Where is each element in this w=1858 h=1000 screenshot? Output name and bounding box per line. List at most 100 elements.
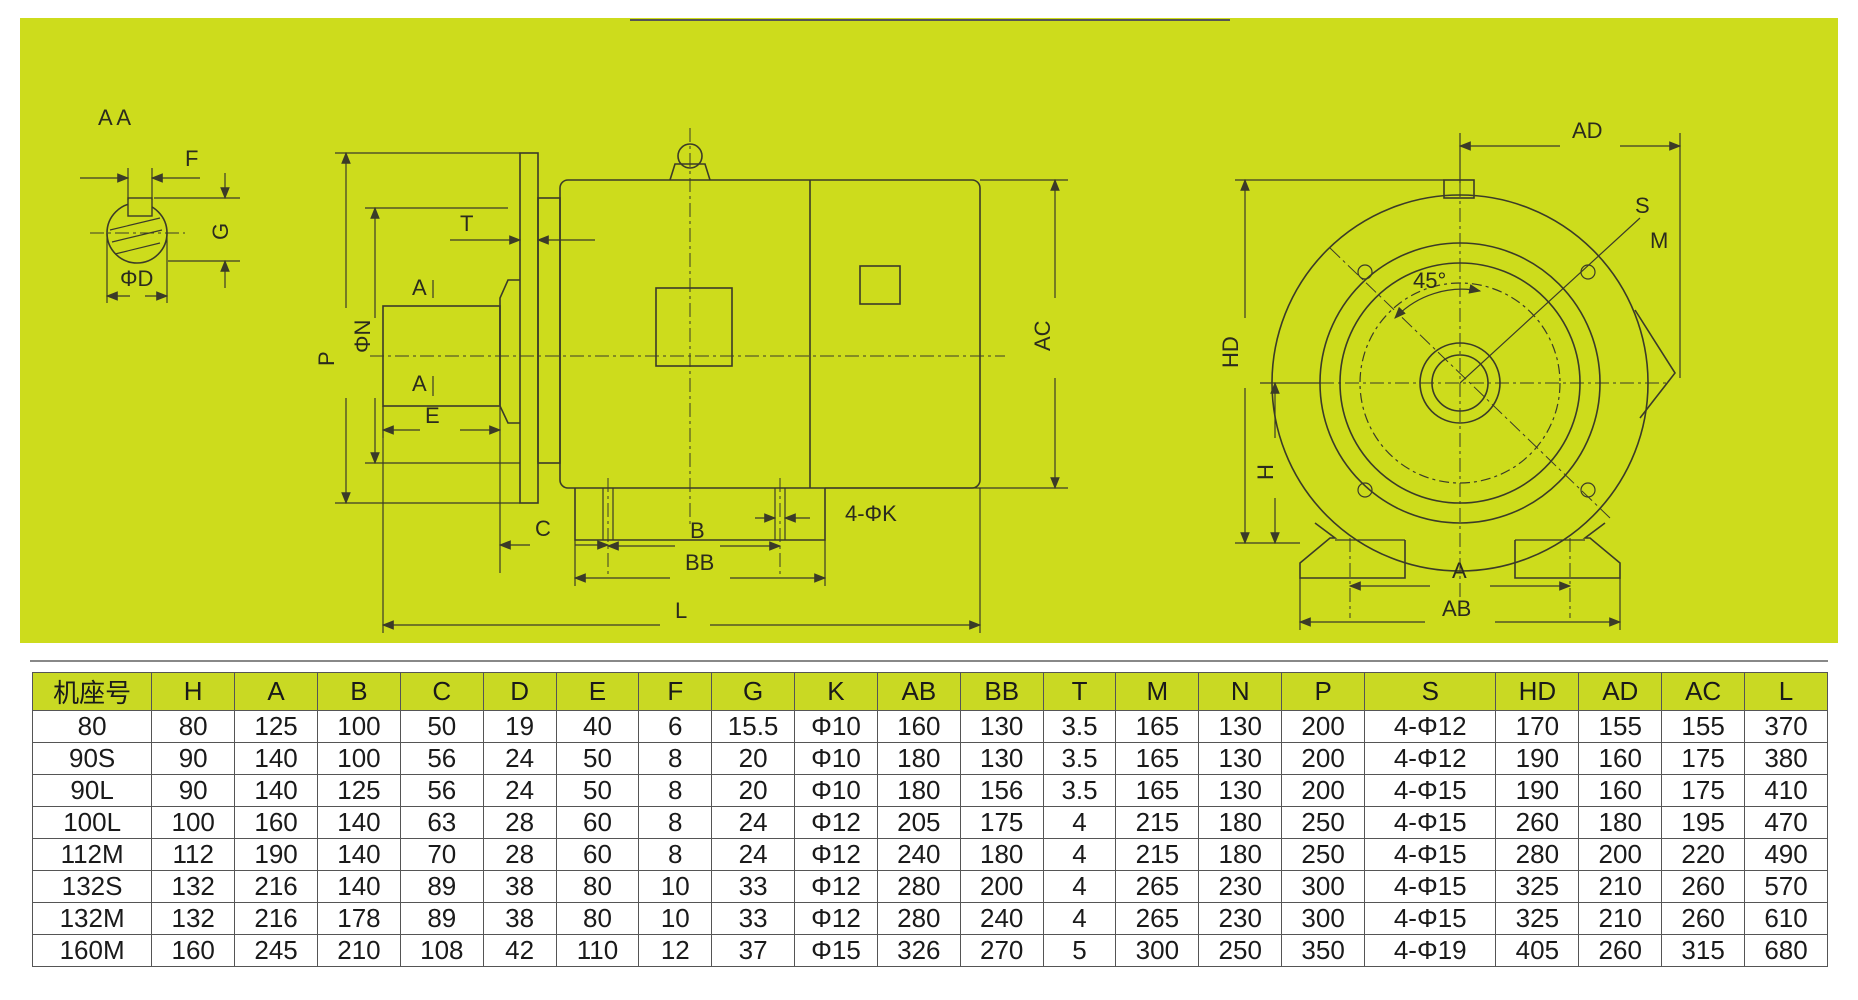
frame-size-cell: 160M	[31, 934, 153, 967]
table-cell: 405	[1495, 934, 1580, 967]
table-cell: 10	[638, 870, 713, 903]
table-cell: 28	[482, 838, 557, 871]
dim-phid-label: ΦD	[120, 266, 153, 291]
end-view: 45° S M AD HD H A AB	[1218, 118, 1682, 630]
table-cell: 216	[234, 902, 318, 935]
table-cell: 190	[234, 838, 318, 871]
table-cell: 250	[1281, 806, 1366, 839]
table-cell: 80	[555, 870, 640, 903]
frame-size-cell: 80	[31, 710, 153, 743]
table-cell: 4	[1042, 806, 1117, 839]
table-cell: 160	[1578, 774, 1663, 807]
dim-t-label: T	[460, 211, 473, 236]
frame-size-cell: 90S	[31, 742, 153, 775]
table-cell: 570	[1744, 870, 1828, 903]
table-cell: 3.5	[1042, 742, 1117, 775]
table-cell: Φ12	[794, 870, 878, 903]
table-cell: 4	[1042, 902, 1117, 935]
table-cell: 15.5	[711, 710, 796, 743]
table-cell: 4-Φ12	[1364, 742, 1497, 775]
table-cell: Φ12	[794, 806, 878, 839]
dim-ac-label: AC	[1030, 320, 1055, 351]
table-cell: 50	[399, 710, 484, 743]
column-header: BB	[959, 672, 1044, 711]
table-cell: 130	[959, 742, 1044, 775]
column-header: C	[399, 672, 484, 711]
table-cell: 265	[1115, 902, 1200, 935]
table-cell: 190	[1495, 742, 1580, 775]
table-cell: Φ15	[794, 934, 878, 967]
dim-p-label: P	[314, 351, 339, 366]
table-cell: 89	[399, 870, 484, 903]
angle-label: 45°	[1413, 268, 1446, 293]
table-cell: 350	[1281, 934, 1366, 967]
table-cell: 240	[876, 838, 961, 871]
table-cell: 100	[317, 710, 401, 743]
frame-size-cell: 112M	[31, 838, 153, 871]
table-cell: 50	[555, 742, 640, 775]
table-cell: 38	[482, 870, 557, 903]
table-cell: 165	[1115, 742, 1200, 775]
table-cell: 40	[555, 710, 640, 743]
drawing-background	[20, 18, 1838, 643]
side-view: T A A E ΦN P AC C B	[314, 128, 1068, 633]
dim-ab-label: AB	[1442, 596, 1471, 621]
column-header: AD	[1578, 672, 1663, 711]
table-cell: 380	[1744, 742, 1828, 775]
table-cell: 178	[317, 902, 401, 935]
table-cell: 132	[151, 902, 236, 935]
motor-dimension-drawing: A A F G ΦD	[20, 18, 1838, 643]
dim-hd-label: HD	[1218, 336, 1243, 368]
table-cell: 155	[1578, 710, 1663, 743]
table-cell: 230	[1198, 870, 1283, 903]
table-cell: 80	[555, 902, 640, 935]
table-cell: 280	[876, 870, 961, 903]
table-cell: 170	[1495, 710, 1580, 743]
dim-l-label: L	[675, 598, 687, 623]
column-header: K	[794, 672, 878, 711]
dim-e-label: E	[425, 403, 440, 428]
table-cell: 245	[234, 934, 318, 967]
table-cell: 108	[399, 934, 484, 967]
table-cell: 130	[959, 710, 1044, 743]
table-cell: 280	[876, 902, 961, 935]
table-cell: 216	[234, 870, 318, 903]
table-cell: 130	[1198, 742, 1283, 775]
table-cell: 165	[1115, 774, 1200, 807]
table-cell: 180	[876, 774, 961, 807]
table-cell: 70	[399, 838, 484, 871]
table-cell: 24	[482, 742, 557, 775]
table-cell: 4-Φ19	[1364, 934, 1497, 967]
table-cell: 175	[1661, 774, 1746, 807]
table-cell: 200	[1281, 710, 1366, 743]
table-cell: 60	[555, 838, 640, 871]
table-cell: 28	[482, 806, 557, 839]
table-cell: 4-Φ15	[1364, 838, 1497, 871]
table-cell: 220	[1661, 838, 1746, 871]
table-cell: 180	[1578, 806, 1663, 839]
dim-f-label: F	[185, 146, 198, 171]
table-cell: 260	[1661, 870, 1746, 903]
section-aa-label: A A	[98, 105, 131, 130]
table-cell: Φ10	[794, 710, 878, 743]
table-cell: 270	[959, 934, 1044, 967]
column-header: E	[555, 672, 640, 711]
table-cell: 205	[876, 806, 961, 839]
table-cell: 215	[1115, 838, 1200, 871]
table-cell: 132	[151, 870, 236, 903]
table-cell: 190	[1495, 774, 1580, 807]
table-cell: 100	[317, 742, 401, 775]
section-aa-view: A A F G ΦD	[80, 105, 240, 303]
table-cell: 160	[151, 934, 236, 967]
table-cell: 56	[399, 742, 484, 775]
table-cell: 490	[1744, 838, 1828, 871]
table-cell: 140	[234, 774, 318, 807]
table-cell: Φ10	[794, 774, 878, 807]
frame-size-cell: 132M	[31, 902, 153, 935]
table-cell: 130	[1198, 774, 1283, 807]
column-header: D	[482, 672, 557, 711]
